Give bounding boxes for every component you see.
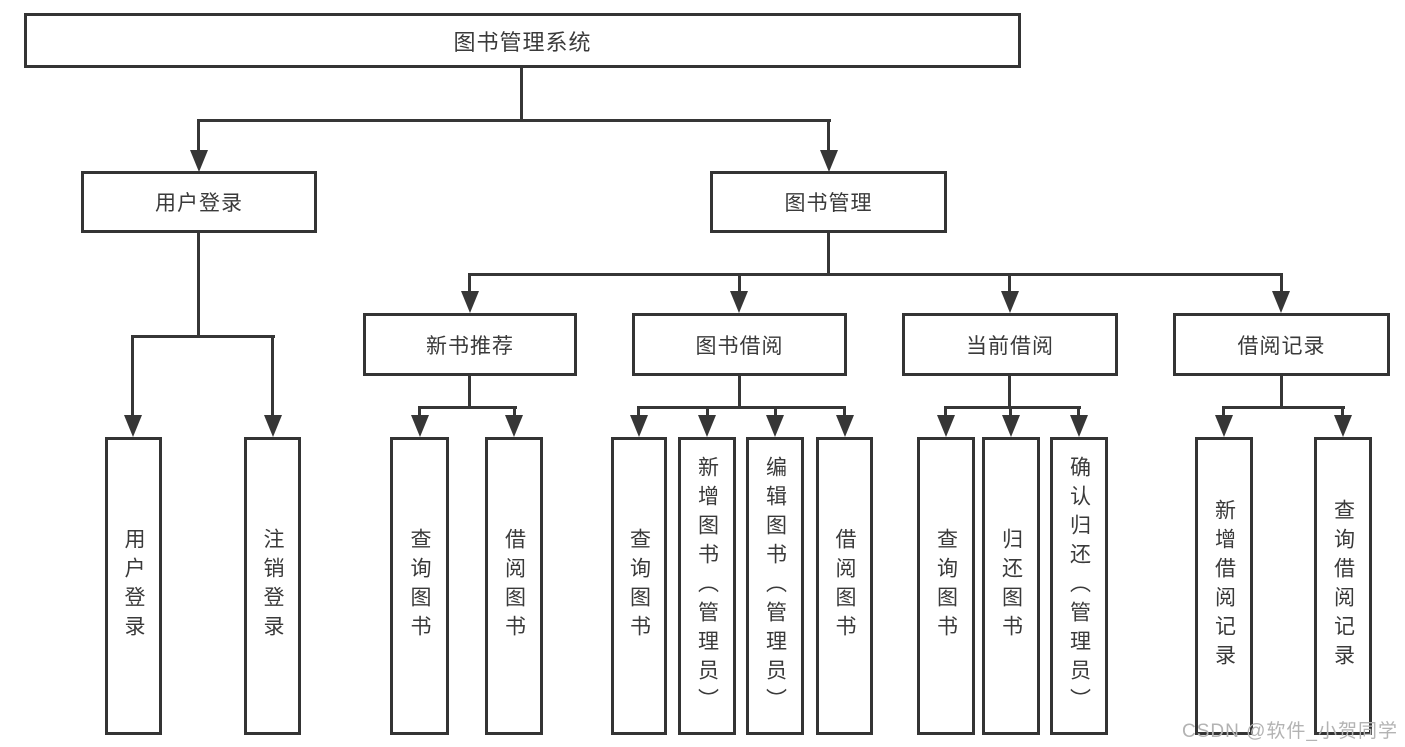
leaf-borrow-books-borrowing: 借阅图书 [816,437,873,735]
connector-line [468,376,471,409]
leaf-label: 查询图书 [408,528,431,644]
arrow-down-icon [730,291,748,313]
connector-line [513,406,516,418]
connector-line [1222,406,1345,409]
connector-line [1280,376,1283,409]
leaf-add-books-admin: 新增图书（管理员） [678,437,736,735]
leaf-borrow-books-recommend: 借阅图书 [485,437,543,735]
node-book-borrowing: 图书借阅 [632,313,847,376]
arrow-down-icon [836,415,854,437]
connector-line [197,233,200,338]
connector-line [1009,406,1012,418]
leaf-query-books-borrowing: 查询图书 [611,437,667,735]
connector-line [131,335,275,338]
connector-line [418,406,421,418]
node-label: 用户登录 [155,192,243,215]
node-label: 图书借阅 [695,334,784,358]
arrow-down-icon [937,415,955,437]
arrow-down-icon [505,415,523,437]
node-book-management: 图书管理 [710,171,947,233]
connector-line [827,233,830,276]
arrow-down-icon [411,415,429,437]
node-new-book-recommendation: 新书推荐 [363,313,577,376]
arrow-down-icon [1272,291,1290,313]
leaf-label: 注销登录 [261,528,284,644]
leaf-query-borrow-record: 查询借阅记录 [1314,437,1372,735]
leaf-query-books-recommend: 查询图书 [390,437,449,735]
connector-line [418,406,517,409]
leaf-label: 新增图书（管理员） [695,455,719,717]
connector-line [944,406,1081,409]
leaf-add-borrow-record: 新增借阅记录 [1195,437,1253,735]
connector-line [197,119,200,152]
leaf-label: 用户登录 [122,528,145,644]
leaf-label: 查询借阅记录 [1331,499,1355,673]
arrow-down-icon [190,150,208,172]
leaf-logout: 注销登录 [244,437,301,735]
arrow-down-icon [1002,415,1020,437]
node-label: 当前借阅 [966,334,1054,358]
leaf-label: 新增借阅记录 [1212,499,1236,673]
connector-line [271,335,274,417]
node-label: 图书管理 [784,192,873,215]
arrow-down-icon [124,415,142,437]
connector-line [197,119,831,122]
arrow-down-icon [461,291,479,313]
connector-line [827,119,830,152]
connector-line [1222,406,1225,418]
leaf-label: 查询图书 [934,528,958,644]
node-user-login: 用户登录 [81,171,317,233]
leaf-confirm-return-admin: 确认归还（管理员） [1050,437,1108,735]
connector-line [706,406,709,418]
connector-line [1008,376,1011,409]
connector-line [1341,406,1344,418]
leaf-label: 编辑图书（管理员） [763,455,787,717]
connector-line [944,406,947,418]
arrow-down-icon [1070,415,1088,437]
connector-line [1280,273,1283,293]
arrow-down-icon [820,150,838,172]
arrow-down-icon [1215,415,1233,437]
connector-line [520,68,523,119]
node-library-management-system: 图书管理系统 [24,13,1021,68]
arrow-down-icon [1334,415,1352,437]
leaf-label: 查询图书 [627,528,651,644]
connector-line [843,406,846,418]
node-current-borrowing: 当前借阅 [902,313,1118,376]
arrow-down-icon [264,415,282,437]
leaf-label: 归还图书 [999,528,1023,644]
arrow-down-icon [1001,291,1019,313]
node-label: 图书管理系统 [453,29,592,55]
arrow-down-icon [698,415,716,437]
node-label: 借阅记录 [1237,334,1326,358]
node-borrowing-records: 借阅记录 [1173,313,1390,376]
leaf-query-books-current: 查询图书 [917,437,975,735]
connector-line [738,273,741,293]
connector-line [468,273,1283,276]
connector-line [637,406,846,409]
leaf-user-login: 用户登录 [105,437,162,735]
leaf-label: 确认归还（管理员） [1067,455,1091,717]
leaf-edit-books-admin: 编辑图书（管理员） [746,437,804,735]
connector-line [131,335,134,417]
watermark-text: CSDN @软件_小贺同学 [1182,721,1398,742]
arrow-down-icon [630,415,648,437]
leaf-label: 借阅图书 [502,528,526,644]
connector-line [774,406,777,418]
arrow-down-icon [766,415,784,437]
connector-line [637,406,640,418]
leaf-label: 借阅图书 [833,528,856,644]
node-label: 新书推荐 [426,334,514,358]
connector-line [468,273,471,293]
connector-line [738,376,741,409]
connector-line [1077,406,1080,418]
connector-line [1008,273,1011,293]
leaf-return-books: 归还图书 [982,437,1040,735]
